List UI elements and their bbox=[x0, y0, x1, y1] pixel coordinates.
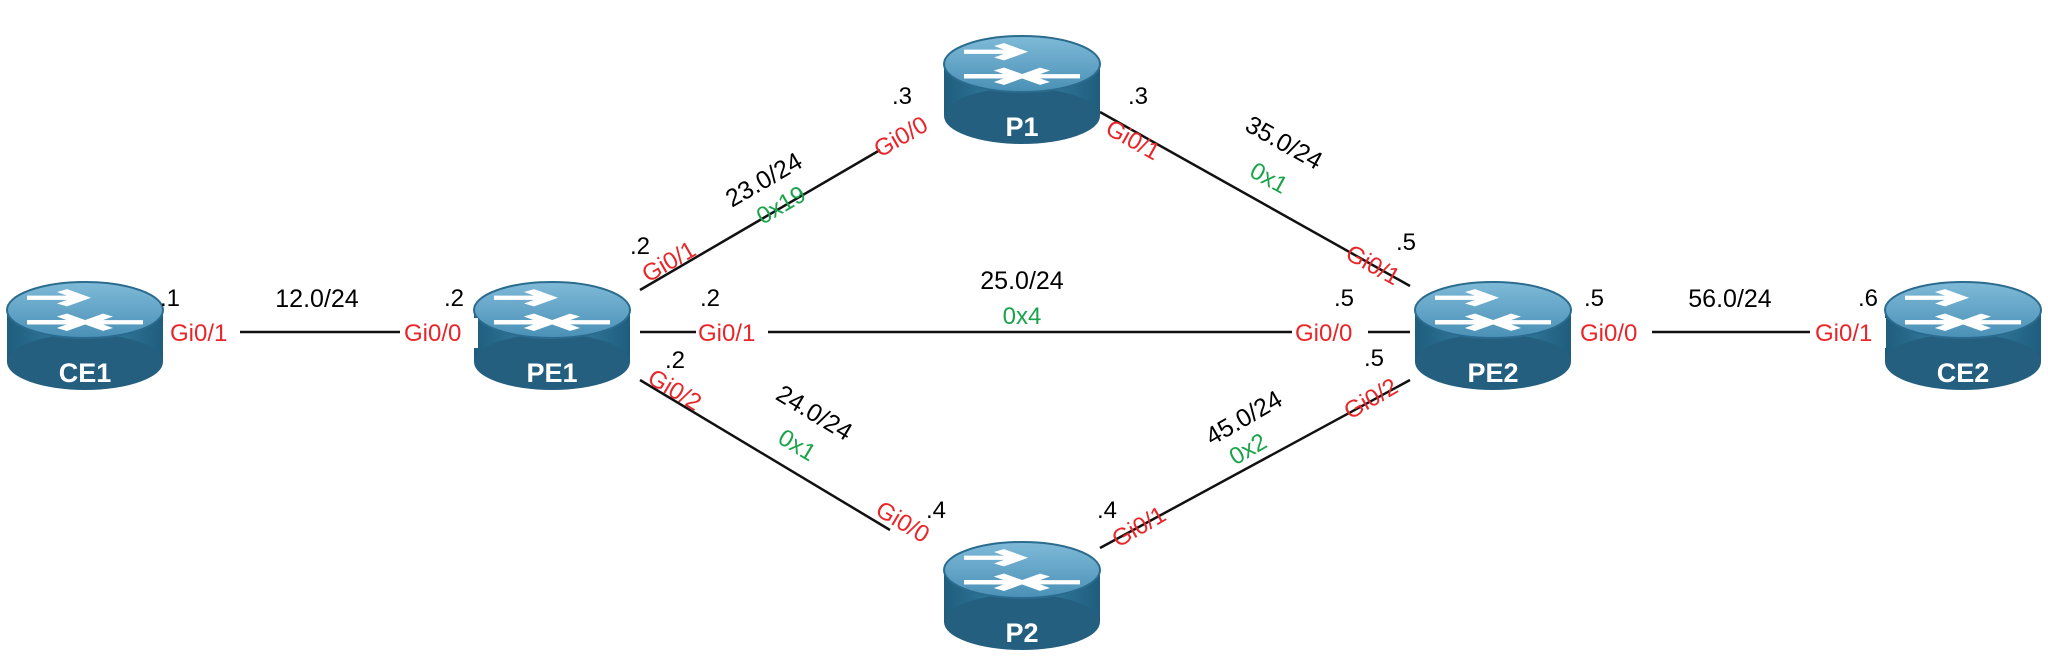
ip-suffix: .3 bbox=[892, 83, 912, 110]
link-p1-pe2 bbox=[1099, 110, 1411, 288]
node-label-pe1: PE1 bbox=[526, 358, 577, 388]
router-p2[interactable]: P2 bbox=[943, 541, 1101, 651]
interface-label: Gi0/1 bbox=[1341, 240, 1404, 291]
ip-suffix: .1 bbox=[160, 285, 180, 312]
node-label-ce2: CE2 bbox=[1937, 358, 1990, 388]
labels-pe1-pe2: .2 Gi0/1 25.0/24 0x4 .5 Gi0/0 bbox=[696, 267, 1368, 348]
ip-suffix: .5 bbox=[1396, 229, 1416, 256]
link-pe1-p1 bbox=[639, 148, 881, 292]
link-pe1-p2 bbox=[639, 378, 891, 532]
node-label-ce1: CE1 bbox=[59, 358, 112, 388]
node-label-pe2: PE2 bbox=[1467, 358, 1518, 388]
interface-label: Gi0/0 bbox=[1295, 320, 1352, 347]
node-label-p2: P2 bbox=[1005, 618, 1038, 648]
node-label-p1: P1 bbox=[1005, 112, 1038, 142]
subnet-label: 56.0/24 bbox=[1688, 285, 1772, 313]
labels-pe1-p2: .2 Gi0/2 24.0/24 0x1 .4 Gi0/0 bbox=[643, 347, 946, 549]
subnet-label: 25.0/24 bbox=[980, 267, 1064, 295]
ip-suffix: .2 bbox=[444, 285, 464, 312]
router-ce2[interactable]: CE2 bbox=[1884, 281, 2042, 391]
router-ce1[interactable]: CE1 bbox=[6, 281, 164, 391]
interface-label: Gi0/0 bbox=[870, 111, 933, 163]
ip-suffix: .2 bbox=[665, 347, 685, 374]
ip-suffix: .4 bbox=[1097, 497, 1117, 524]
interface-label: Gi0/2 bbox=[1340, 373, 1403, 425]
cost-label: 0x1 bbox=[1245, 157, 1292, 199]
labels-pe1-p1: .2 Gi0/1 23.0/24 0x19 .3 Gi0/0 bbox=[630, 83, 933, 288]
interface-label: Gi0/1 bbox=[698, 320, 755, 347]
ip-suffix: .3 bbox=[1128, 83, 1148, 110]
interface-label: Gi0/0 bbox=[1580, 320, 1637, 347]
interface-label: Gi0/1 bbox=[170, 320, 227, 347]
ip-suffix: .2 bbox=[630, 233, 650, 260]
cost-label: 0x4 bbox=[1003, 303, 1042, 330]
ip-suffix: .6 bbox=[1858, 285, 1878, 312]
links-layer bbox=[240, 110, 1810, 550]
ip-suffix: .5 bbox=[1334, 285, 1354, 312]
interface-label: Gi0/1 bbox=[1815, 320, 1872, 347]
ip-suffix: .5 bbox=[1584, 285, 1604, 312]
labels-p1-pe2: .3 Gi0/1 35.0/24 0x1 .5 Gi0/1 bbox=[1101, 83, 1416, 291]
subnet-label: 12.0/24 bbox=[275, 285, 359, 313]
router-pe2[interactable]: PE2 bbox=[1414, 281, 1572, 391]
router-pe1[interactable]: PE1 bbox=[473, 281, 631, 391]
link-p2-pe2 bbox=[1099, 378, 1411, 550]
interface-label: Gi0/0 bbox=[871, 496, 934, 549]
labels-ce1-pe1: .1 Gi0/1 12.0/24 .2 Gi0/0 bbox=[160, 285, 478, 348]
interface-label: Gi0/1 bbox=[1101, 115, 1164, 166]
labels-p2-pe2: .4 Gi0/1 45.0/24 0x2 .5 Gi0/2 bbox=[1097, 345, 1403, 553]
ip-suffix: .5 bbox=[1364, 345, 1384, 372]
router-p1[interactable]: P1 bbox=[943, 35, 1101, 145]
labels-pe2-ce2: .5 Gi0/0 56.0/24 .6 Gi0/1 bbox=[1576, 285, 1886, 348]
ip-suffix: .4 bbox=[926, 497, 946, 524]
ip-suffix: .2 bbox=[700, 285, 720, 312]
cost-label: 0x1 bbox=[773, 424, 820, 467]
interface-label: Gi0/0 bbox=[404, 320, 461, 347]
